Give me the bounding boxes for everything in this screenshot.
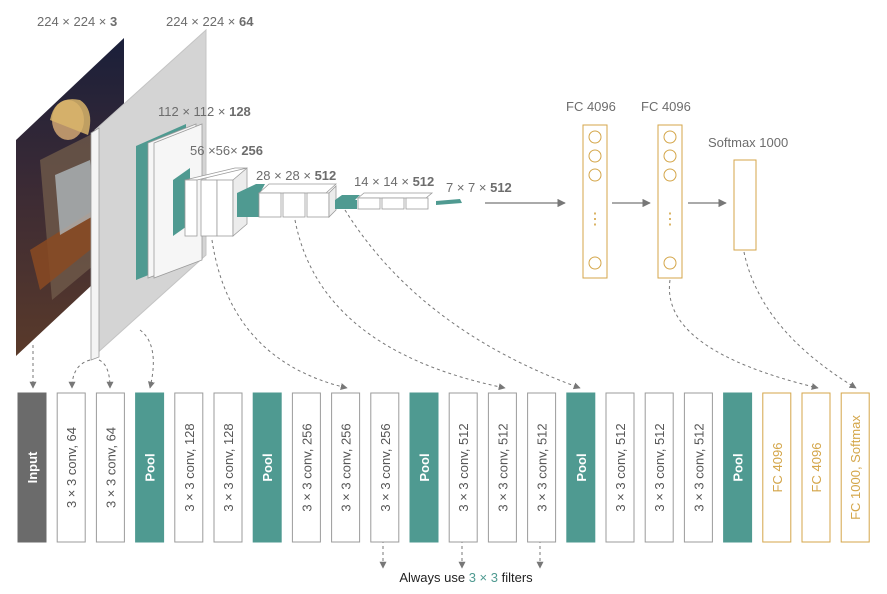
layer-label: 3 × 3 conv, 512 — [535, 423, 550, 511]
dim-label-conv5: 14 × 14 × 512 — [354, 174, 434, 189]
layer-block-conv: 3 × 3 conv, 512 — [448, 392, 478, 543]
layer-block-rect — [135, 392, 165, 543]
fc2-box: ⋮ — [657, 124, 683, 279]
layer-block-rect — [723, 392, 753, 543]
layer-label: 3 × 3 conv, 512 — [456, 423, 471, 511]
layer-block-rect — [527, 392, 557, 543]
layer-block-fc: FC 1000, Softmax — [840, 392, 870, 543]
layer-block-conv: 3 × 3 conv, 256 — [370, 392, 400, 543]
layer-label: 3 × 3 conv, 128 — [182, 423, 197, 511]
layer-block-pool: Pool — [135, 392, 165, 543]
layer-block-pool: Pool — [723, 392, 753, 543]
layer-block-rect — [605, 392, 635, 543]
layer-block-pool: Pool — [566, 392, 596, 543]
layer-block-rect — [762, 392, 792, 543]
fc2-top-label: FC 4096 — [641, 99, 691, 114]
layer-label: FC 1000, Softmax — [848, 415, 863, 520]
layer-block-rect — [56, 392, 86, 543]
layer-label: FC 4096 — [809, 443, 824, 493]
layer-block-rect — [213, 392, 243, 543]
layer-label: Input — [25, 451, 40, 483]
layer-label: FC 4096 — [770, 443, 785, 493]
layer-block-rect — [331, 392, 361, 543]
layer-block-pool: Pool — [409, 392, 439, 543]
layer-label: 3 × 3 conv, 256 — [339, 423, 354, 511]
dim-label-conv4: 28 × 28 × 512 — [256, 168, 336, 183]
layer-block-input: Input — [17, 392, 47, 543]
layer-block-conv: 3 × 3 conv, 512 — [683, 392, 713, 543]
layer-label: 3 × 3 conv, 256 — [378, 423, 393, 511]
layer-label: Pool — [260, 453, 275, 481]
layer-label: 3 × 3 conv, 512 — [652, 423, 667, 511]
dim-label-pool5: 7 × 7 × 512 — [446, 180, 512, 195]
layer-label: 3 × 3 conv, 512 — [613, 423, 628, 511]
fc1-top-label: FC 4096 — [566, 99, 616, 114]
layer-label: 3 × 3 conv, 64 — [103, 427, 118, 508]
layer-block-rect — [644, 392, 674, 543]
layer-block-conv: 3 × 3 conv, 512 — [605, 392, 635, 543]
layer-label: Pool — [574, 453, 589, 481]
softmax-top-label: Softmax 1000 — [708, 135, 788, 150]
layer-label: Pool — [731, 453, 746, 481]
layer-block-rect — [409, 392, 439, 543]
layer-block-conv: 3 × 3 conv, 512 — [487, 392, 517, 543]
layer-block-rect — [487, 392, 517, 543]
connector-conv5 — [344, 209, 581, 390]
layer-block-rect — [370, 392, 400, 543]
layer-label: 3 × 3 conv, 64 — [64, 427, 79, 508]
layer-block-rect — [683, 392, 713, 543]
layer-label: 3 × 3 conv, 128 — [221, 423, 236, 511]
layer-label: Pool — [417, 453, 432, 481]
layer-block-rect — [174, 392, 204, 543]
layer-block-rect — [95, 392, 125, 543]
feature-map-visualization: ⋮ ⋮ FC 4096 FC 4096 Softmax 1000 224 × 2… — [16, 14, 788, 361]
layer-block-conv: 3 × 3 conv, 256 — [331, 392, 361, 543]
layer-label: 3 × 3 conv, 512 — [495, 423, 510, 511]
connector-arrows — [29, 209, 857, 569]
connector-conv1b — [98, 359, 114, 389]
layer-block-pool: Pool — [252, 392, 282, 543]
fc1-box: ⋮ — [582, 124, 608, 279]
connector-pool1 — [139, 329, 155, 389]
caption: Always use 3 × 3 filters — [399, 570, 533, 585]
layer-block-conv: 3 × 3 conv, 512 — [527, 392, 557, 543]
dim-label-input: 224 × 224 × 3 — [37, 14, 117, 29]
layer-block-rect — [252, 392, 282, 543]
layer-block-fc: FC 4096 — [801, 392, 831, 543]
conv5-block — [335, 192, 462, 210]
layer-label: Pool — [143, 453, 158, 481]
layer-block-rect — [448, 392, 478, 543]
conv4-block — [237, 183, 338, 218]
dim-label-conv1: 224 × 224 × 64 — [166, 14, 254, 29]
layer-block-conv: 3 × 3 conv, 64 — [95, 392, 125, 543]
layer-block-conv: 3 × 3 conv, 128 — [174, 392, 204, 543]
layer-block-rect — [291, 392, 321, 543]
layer-block-rect — [840, 392, 870, 543]
dim-label-conv2: 112 × 112 × 128 — [158, 104, 251, 119]
connector-softmax — [743, 251, 857, 389]
connector-fc1 — [668, 279, 819, 390]
fc1-ellipsis: ⋮ — [587, 211, 603, 228]
layer-block-rect — [801, 392, 831, 543]
layer-block-conv: 3 × 3 conv, 256 — [291, 392, 321, 543]
layer-strip: Input 3 × 3 conv, 64 3 × 3 conv, 64 Pool 3 ×… — [17, 392, 870, 543]
layer-block-conv: 3 × 3 conv, 128 — [213, 392, 243, 543]
fc2-ellipsis: ⋮ — [662, 211, 678, 228]
connector-conv1a — [68, 359, 91, 389]
layer-block-conv: 3 × 3 conv, 64 — [56, 392, 86, 543]
connector-conv4 — [294, 219, 506, 391]
layer-label: 3 × 3 conv, 512 — [691, 423, 706, 511]
layer-block-fc: FC 4096 — [762, 392, 792, 543]
conv3-block — [173, 167, 248, 237]
connector-conv3 — [211, 239, 348, 390]
layer-label: 3 × 3 conv, 256 — [299, 423, 314, 511]
layer-block-rect — [17, 392, 47, 543]
dim-label-conv3: 56 ×56× 256 — [190, 143, 263, 158]
layer-block-rect — [566, 392, 596, 543]
layer-block-conv: 3 × 3 conv, 512 — [644, 392, 674, 543]
softmax-box — [733, 159, 757, 251]
